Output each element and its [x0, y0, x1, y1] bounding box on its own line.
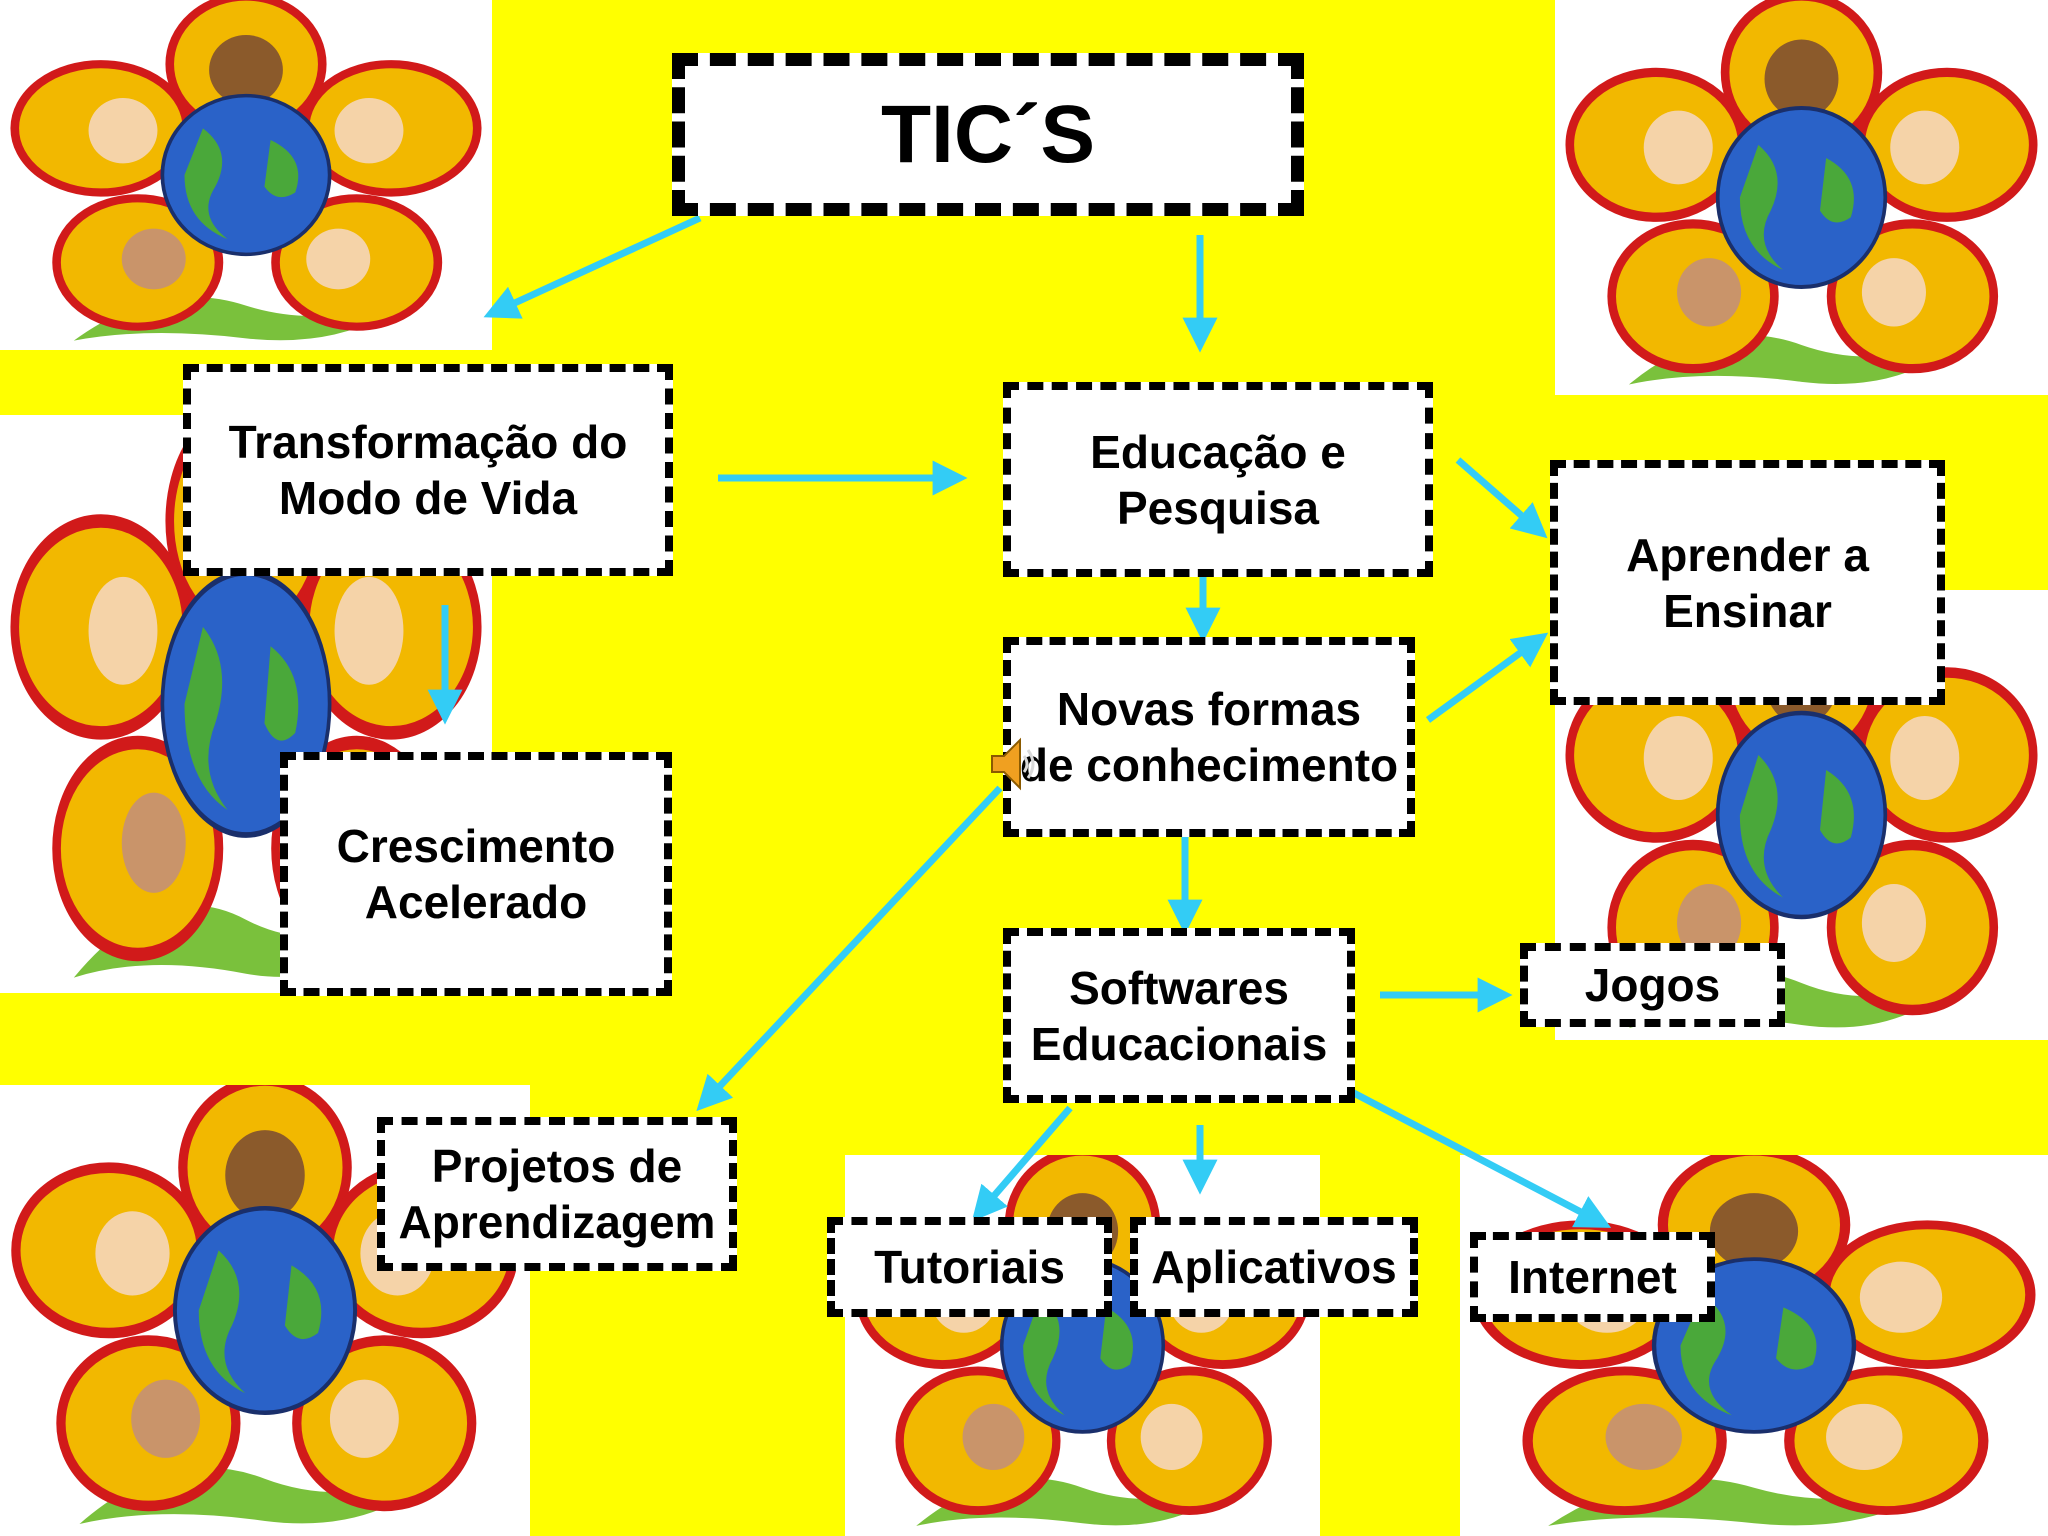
flower-children-globe-icon — [0, 1085, 530, 1536]
node-internet: Internet — [1470, 1232, 1715, 1322]
node-softwares: Softwares Educacionais — [1003, 928, 1355, 1103]
node-novas-formas: Novas formas de conhecimento — [1003, 637, 1415, 837]
arrow-novas-to-projetos — [696, 785, 1003, 1112]
flower-children-globe-icon — [1460, 1155, 2048, 1536]
arrow-educacao-to-aprender — [1455, 457, 1548, 539]
flower-children-globe-icon — [845, 1155, 1320, 1536]
node-transformacao: Transformação do Modo de Vida — [183, 364, 673, 576]
node-crescimento: Crescimento Acelerado — [280, 752, 672, 996]
flower-children-globe-icon — [0, 0, 492, 350]
arrow-novas-to-aprender — [1425, 632, 1549, 723]
node-educacao: Educação e Pesquisa — [1003, 382, 1433, 577]
node-tics: TIC´S — [672, 53, 1304, 216]
node-aprender: Aprender a Ensinar — [1550, 460, 1945, 705]
node-tutoriais: Tutoriais — [827, 1217, 1112, 1317]
node-jogos: Jogos — [1520, 943, 1785, 1027]
node-projetos: Projetos de Aprendizagem — [377, 1117, 737, 1271]
arrow-tics-to-transformacao — [483, 214, 702, 319]
node-aplicativos: Aplicativos — [1130, 1217, 1418, 1317]
flower-children-globe-icon — [1555, 0, 2048, 395]
speaker-icon[interactable] — [990, 734, 1036, 794]
